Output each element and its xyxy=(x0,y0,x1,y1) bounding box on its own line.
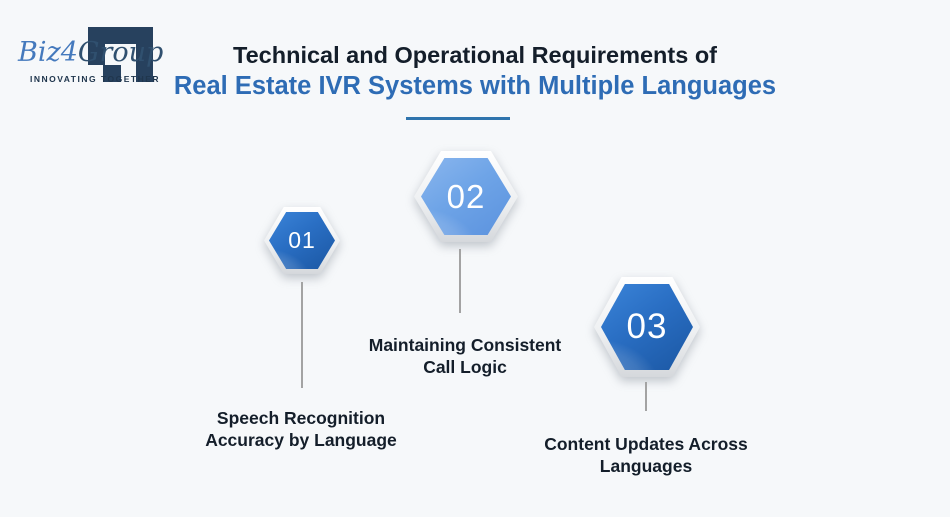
title-line2: Real Estate IVR Systems with Multiple La… xyxy=(173,72,777,100)
title-line1: Technical and Operational Requirements o… xyxy=(232,42,718,68)
step-number: 03 xyxy=(626,307,668,346)
step-label-03: Content Updates Across Languages xyxy=(486,433,806,477)
brand-tagline: INNOVATING TOGETHER xyxy=(30,74,161,84)
step-label-line: Speech Recognition xyxy=(216,408,386,428)
step-label-line: Content Updates Across xyxy=(544,434,748,454)
brand-name-dark: Group xyxy=(77,37,164,68)
page-title: Technical and Operational Requirements o… xyxy=(0,40,950,120)
brand-name: Biz4Group xyxy=(18,38,163,68)
step-label-02: Maintaining Consistent Call Logic xyxy=(305,334,625,378)
logo-bracket-icon xyxy=(88,27,153,82)
brand-logo: Biz4Group INNOVATING TOGETHER xyxy=(0,0,190,100)
step-label-line: Call Logic xyxy=(423,357,507,377)
step-label-line: Accuracy by Language xyxy=(205,430,397,450)
step-hexagon-03: 03 xyxy=(594,277,700,377)
step-hexagon-01: 01 xyxy=(264,207,340,274)
connector-line-01 xyxy=(301,282,303,388)
connector-line-02 xyxy=(459,249,461,313)
step-label-line: Maintaining Consistent xyxy=(368,335,562,355)
step-hexagon-02: 02 xyxy=(414,151,518,242)
title-divider xyxy=(406,117,510,120)
step-label-line: Languages xyxy=(599,456,693,476)
brand-name-blue: Biz4 xyxy=(18,37,78,68)
step-number: 02 xyxy=(446,177,486,215)
connector-line-03 xyxy=(645,382,647,411)
step-number: 01 xyxy=(288,227,316,253)
step-label-01: Speech Recognition Accuracy by Language xyxy=(141,407,461,451)
